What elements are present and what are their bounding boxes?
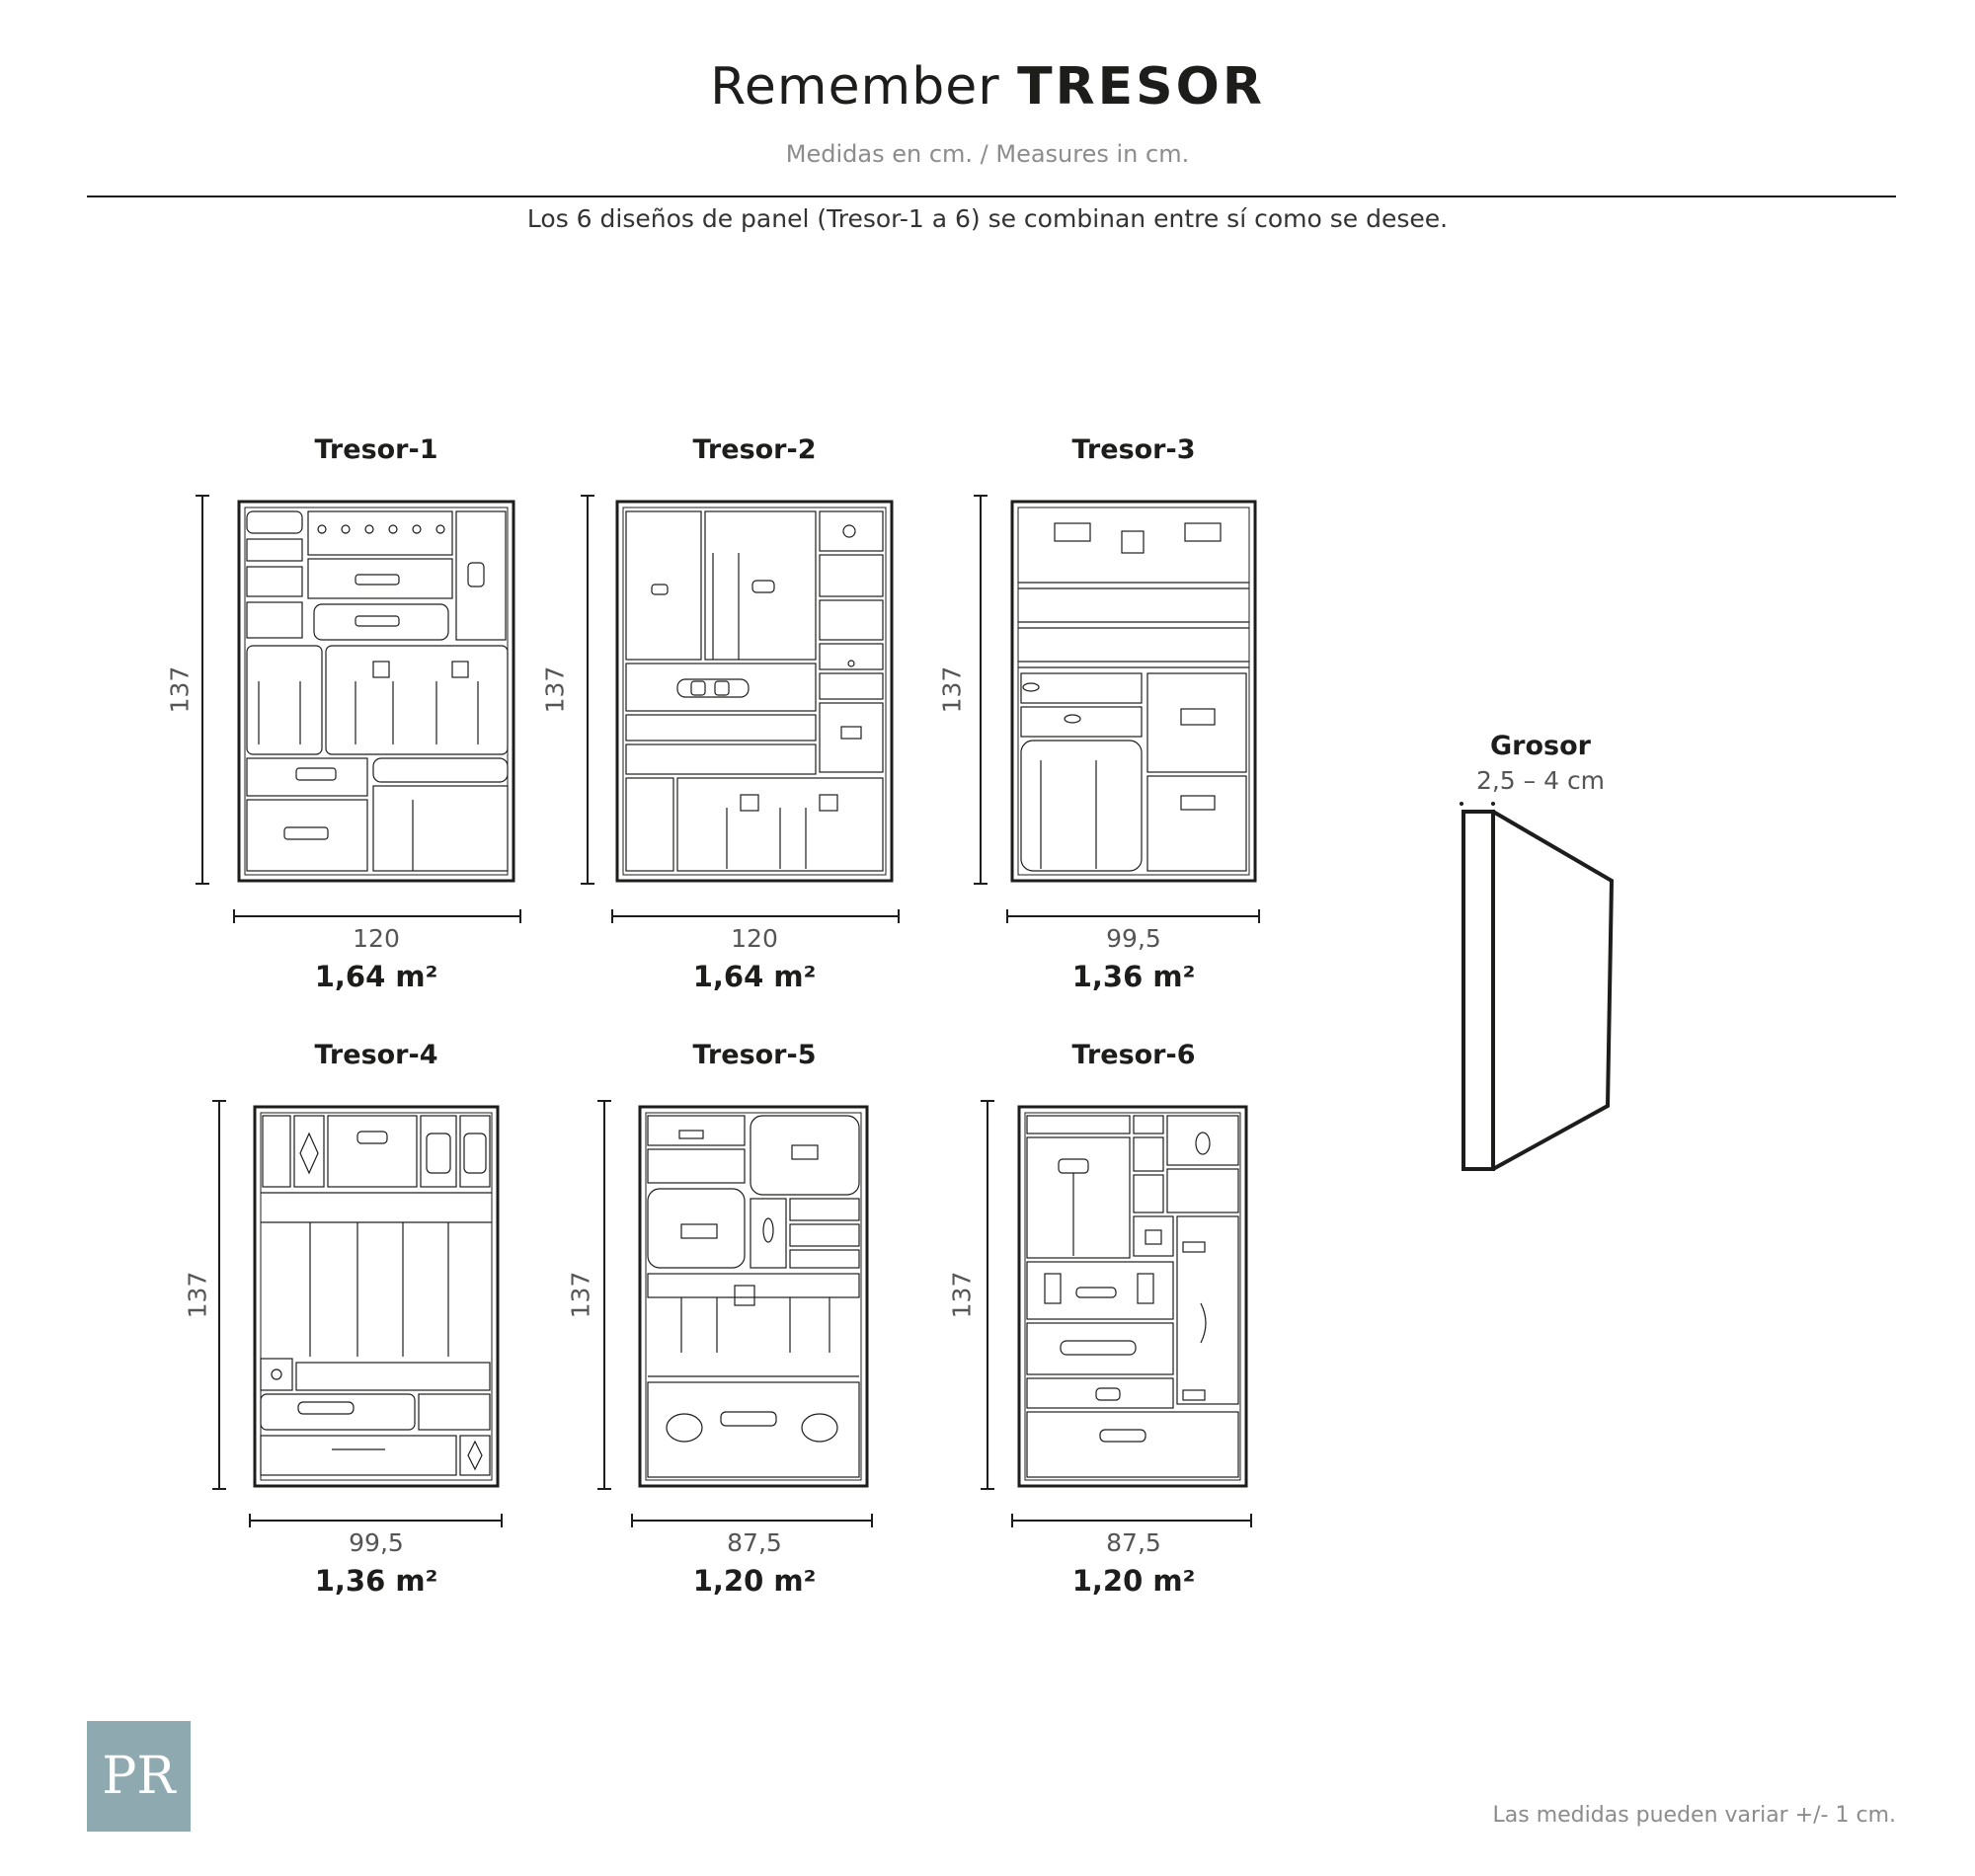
thickness-label: Grosor bbox=[1490, 731, 1591, 761]
panel-5-area: 1,20 m² bbox=[692, 1564, 817, 1598]
panel-2-width: 120 bbox=[731, 924, 778, 953]
panel-6-area: 1,20 m² bbox=[1071, 1564, 1196, 1598]
thickness-value: 2,5 – 4 cm bbox=[1475, 766, 1606, 795]
panel-3-height: 137 bbox=[937, 665, 967, 714]
panel-3-area: 1,36 m² bbox=[1071, 960, 1196, 993]
panel-4-area: 1,36 m² bbox=[314, 1564, 438, 1598]
panel-6-height: 137 bbox=[947, 1271, 977, 1319]
panel-5-width: 87,5 bbox=[727, 1528, 782, 1557]
panel-2-height: 137 bbox=[540, 665, 570, 714]
panel-1-area: 1,64 m² bbox=[314, 960, 438, 993]
tresor-4-drawing bbox=[212, 1100, 503, 1527]
panel-3-width: 99,5 bbox=[1106, 924, 1161, 953]
tresor-5-drawing bbox=[597, 1100, 873, 1527]
panel-1-width: 120 bbox=[353, 924, 400, 953]
thickness-drawing bbox=[1460, 802, 1615, 1171]
panel-1-height: 137 bbox=[165, 665, 195, 714]
tresor-3-drawing bbox=[974, 495, 1260, 923]
page-title: Remember TRESOR bbox=[0, 57, 1975, 117]
panel-4-height: 137 bbox=[183, 1271, 212, 1319]
tresor-2-drawing bbox=[581, 495, 900, 923]
panel-6-width: 87,5 bbox=[1106, 1528, 1161, 1557]
panel-3-name: Tresor-3 bbox=[1071, 434, 1196, 465]
title-bold: TRESOR bbox=[1017, 57, 1265, 117]
header-divider bbox=[87, 195, 1896, 197]
panel-2-name: Tresor-2 bbox=[692, 434, 817, 465]
title-light: Remember bbox=[710, 57, 1000, 117]
panel-1-name: Tresor-1 bbox=[314, 434, 438, 465]
tolerance-note: Las medidas pueden variar +/- 1 cm. bbox=[1492, 1803, 1896, 1828]
panel-4-name: Tresor-4 bbox=[314, 1040, 438, 1070]
brand-logo: PR bbox=[87, 1721, 191, 1832]
panel-5-height: 137 bbox=[566, 1271, 595, 1319]
tresor-6-drawing bbox=[981, 1100, 1252, 1527]
page-subtitle: Medidas en cm. / Measures in cm. bbox=[785, 140, 1190, 168]
panel-2-area: 1,64 m² bbox=[692, 960, 817, 993]
panel-5-name: Tresor-5 bbox=[692, 1040, 817, 1070]
panel-4-width: 99,5 bbox=[349, 1528, 404, 1557]
tresor-1-drawing bbox=[196, 495, 521, 923]
combination-note: Los 6 diseños de panel (Tresor-1 a 6) se… bbox=[526, 204, 1449, 233]
panel-6-name: Tresor-6 bbox=[1071, 1040, 1196, 1070]
